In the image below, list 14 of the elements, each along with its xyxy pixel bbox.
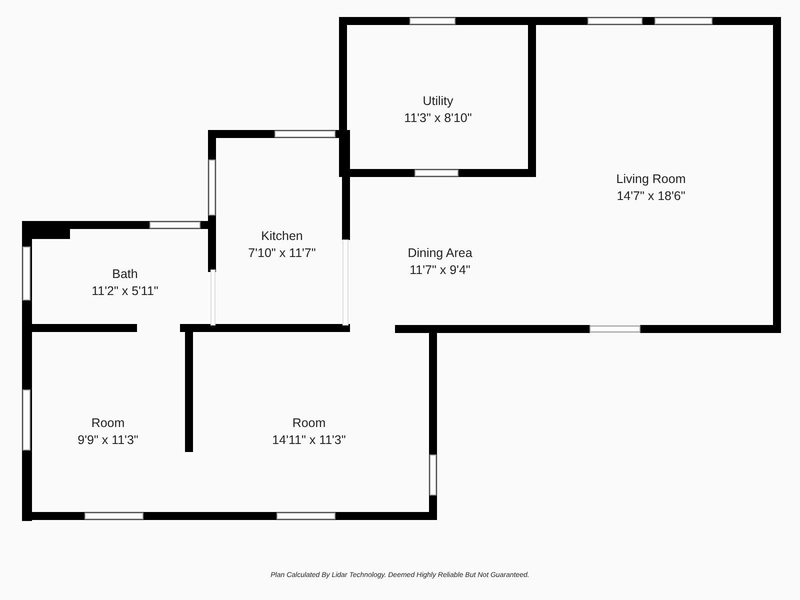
room-name: Kitchen	[260, 228, 304, 245]
room-dimensions: 11'2" x 5'11"	[92, 283, 158, 300]
room-dimensions: 14'7" x 18'6"	[616, 188, 686, 205]
room-name: Room	[291, 415, 327, 432]
room-dimensions: 14'11" x 11'3"	[272, 432, 346, 449]
room-dimensions: 9'9" x 11'3"	[78, 432, 138, 449]
room-dimensions: 11'7" x 9'4"	[408, 262, 472, 279]
room-name: Utility	[422, 93, 454, 110]
room-dimensions: 11'3" x 8'10"	[404, 110, 472, 127]
room-dimensions: 7'10" x 11'7"	[248, 245, 316, 262]
room-name: Bath	[111, 266, 139, 283]
room-name: Dining Area	[408, 245, 472, 262]
room-name: Room	[90, 415, 126, 432]
room-name: Living Room	[616, 171, 686, 188]
